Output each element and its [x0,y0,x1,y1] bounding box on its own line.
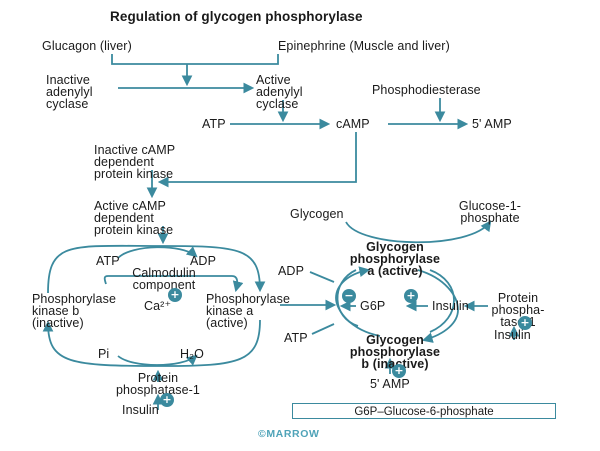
five-amp-label: 5' AMP [472,117,512,131]
calmodulin-label: Calmodulin component [132,266,196,292]
phosphodiesterase-label: Phosphodiesterase [372,83,481,97]
phosphorylase-inactivation-arc [429,269,455,333]
glycogen-phosphorylase-b-label: Glycogen phosphorylase b (inactive) [349,333,441,371]
kinase-activation-arc [47,244,266,294]
h2o-label: H₂O [180,347,204,361]
calcium-plus-icon: + [168,288,182,302]
five-amp-right-label: 5' AMP [370,377,410,391]
g6p-minus-icon: − [342,289,356,303]
calcium-label: Ca²⁺ [144,299,172,313]
adp-left-label: ADP [190,254,217,268]
phosphorylase-kinase-a-label: Phosphorylase kinase a (active) [206,292,290,330]
glucose-1-phosphate-label: Glucose-1- phosphate [458,199,522,225]
kinase-inactivation-arc [42,319,261,367]
legend-box: G6P–Glucose-6-phosphate [292,403,556,419]
atp-adp-curve [117,246,198,259]
watermark: ©MARROW [258,428,320,440]
g6p-label: G6P [360,299,386,313]
inactive-pka-label: Inactive cAMP dependent protein kinase [94,143,176,181]
active-pka-label: Active cAMP dependent protein kinase [94,199,174,237]
insulin-right-label: Insulin [494,328,531,342]
glucagon-label: Glucagon (liver) [42,39,132,53]
active-adenylyl-cyclase-label: Active adenylyl cyclase [256,73,303,111]
glycogen-label: Glycogen [290,207,344,221]
camp-to-pka-connector [157,132,357,188]
phosphorylase-a-to-b-arrow [417,269,459,343]
pi-h2o-curve [117,354,198,366]
insulin-mid-plus-icon: + [404,289,418,303]
glycogen-phosphorylase-a-label: Glycogen phosphorylase a (active) [349,240,441,278]
atp-label: ATP [202,117,226,131]
camp-label: cAMP [336,117,370,131]
atp-left-label: ATP [96,254,120,268]
insulin-right-plus-icon: + [518,316,532,330]
glucagon-connector [111,54,279,65]
legend-text: G6P–Glucose-6-phosphate [354,406,494,418]
insulin-left-label: Insulin [122,403,159,417]
amp-right-plus-icon: + [392,364,406,378]
calmodulin-connector [103,275,244,293]
insulin-left-plus-icon: + [160,393,174,407]
phosphorylase-kinase-b-label: Phosphorylase kinase b (inactive) [32,292,116,330]
glycogenolysis-arc [345,220,492,244]
atp-right-curve [311,323,335,335]
protein-phosphatase-left-label: Protein phosphatase-1 [115,371,200,397]
page-title: Regulation of glycogen phosphorylase [110,9,363,24]
atp-right-label: ATP [284,331,308,345]
insulin-mid-label: Insulin [432,299,469,313]
inactive-adenylyl-cyclase-label: Inactive adenylyl cyclase [46,73,93,111]
adp-right-curve [309,271,335,283]
phosphorylase-b-to-a-arrow [335,266,381,337]
epinephrine-label: Epinephrine (Muscle and liver) [278,39,450,53]
pi-label: Pi [98,347,110,361]
adp-right-label: ADP [278,264,305,278]
